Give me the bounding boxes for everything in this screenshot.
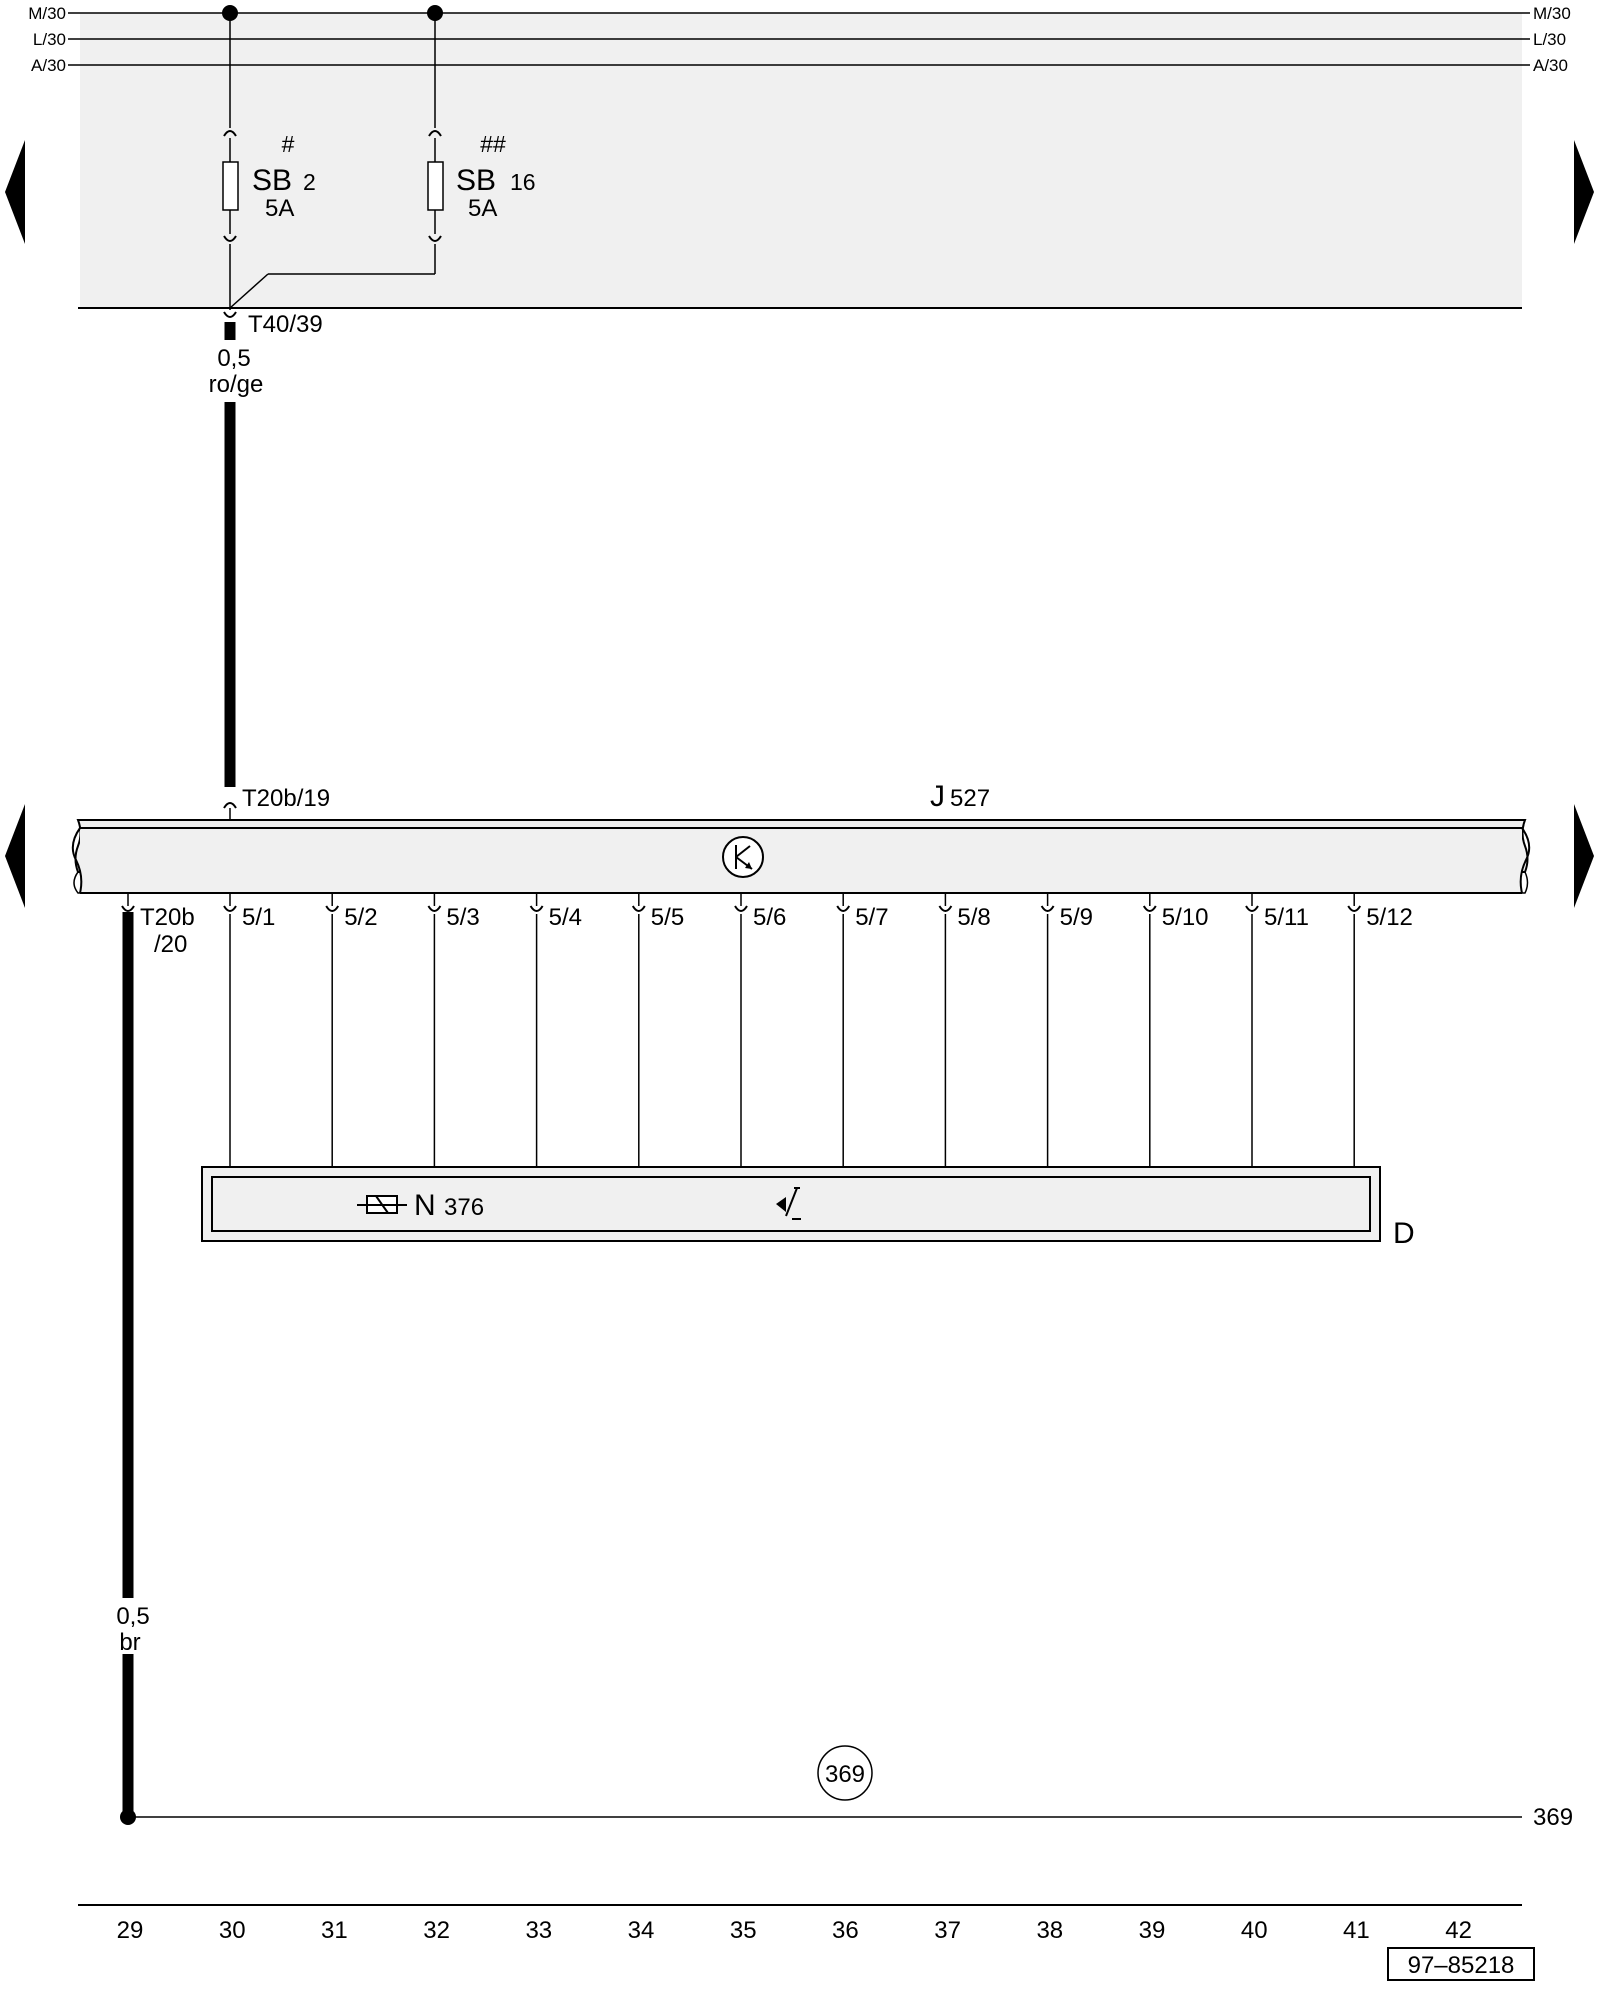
connector-t20b-20-label-a: T20b <box>140 904 195 931</box>
column-number: 32 <box>423 1917 450 1944</box>
component-group-label: D <box>1393 1217 1415 1250</box>
module-j527-fill <box>80 828 1522 893</box>
wire-br-gauge: 0,5 <box>116 1603 149 1630</box>
pin-label: 5/6 <box>753 904 786 931</box>
column-number: 35 <box>730 1917 757 1944</box>
page-next-arrow-bottom[interactable] <box>1574 804 1594 908</box>
component-n376-subscript: 376 <box>444 1194 484 1221</box>
connector-t20b-19-label: T20b/19 <box>242 785 330 812</box>
pin-label: 5/9 <box>1060 904 1093 931</box>
bus-label-right-m30: M/30 <box>1533 4 1571 23</box>
column-number: 39 <box>1139 1917 1166 1944</box>
pin-label: 5/1 <box>242 904 275 931</box>
fuse-sb2-mark: # <box>282 131 295 157</box>
page-next-arrow-top[interactable] <box>1574 140 1594 244</box>
fuse-sb16-rating: 5A <box>468 195 497 222</box>
ground-reference-label: 369 <box>825 1761 865 1788</box>
page-prev-arrow-bottom[interactable] <box>5 804 25 908</box>
pin-label: 5/12 <box>1366 904 1413 931</box>
module-pins: 5/1 5/2 5/3 5/4 5/5 5/6 5/7 5/8 5/9 5/10 5/11 5/12 <box>223 893 1413 1177</box>
pin-connector-arrow <box>529 905 544 912</box>
fuse-sb2-name: SB <box>252 164 292 197</box>
wire-br-color: br <box>119 1629 140 1656</box>
column-ruler: 29 30 31 32 33 34 35 36 37 38 39 40 41 42 <box>117 1917 1472 1944</box>
pin-connector-arrow <box>1347 905 1362 912</box>
connector-t40-39-arrow <box>223 311 237 318</box>
wire-ro-ge-color: ro/ge <box>209 371 264 398</box>
seat-adjust-icon <box>776 1187 801 1220</box>
column-number: 29 <box>117 1917 144 1944</box>
solenoid-valve-icon <box>357 1195 407 1214</box>
pin-label: 5/7 <box>855 904 888 931</box>
column-number: 36 <box>832 1917 859 1944</box>
pin-connector-arrow <box>938 905 953 912</box>
fuse-sb16-subscript: 16 <box>510 169 536 195</box>
component-n376-name: N <box>414 1189 436 1222</box>
page-prev-arrow-top[interactable] <box>5 140 25 244</box>
bus-label-left-l30: L/30 <box>33 30 66 49</box>
pin-label: 5/8 <box>957 904 990 931</box>
pin-label: 5/2 <box>344 904 377 931</box>
transistor-symbol-icon <box>722 836 764 878</box>
connector-t20b-19-arrow <box>223 802 237 809</box>
fuse-sb16 <box>229 13 444 309</box>
ground-end-label: 369 <box>1533 1804 1573 1831</box>
bus-label-right-a30: A/30 <box>1533 56 1568 75</box>
bus-label-left-m30: M/30 <box>28 4 66 23</box>
module-j527-subscript: 527 <box>950 785 990 812</box>
column-number: 30 <box>219 1917 246 1944</box>
pin-connector-arrow <box>734 905 748 912</box>
pin-connector-arrow <box>325 905 340 912</box>
pin-label: 5/5 <box>651 904 684 931</box>
column-number: 40 <box>1241 1917 1268 1944</box>
fuse-sb2-subscript: 2 <box>303 169 316 195</box>
wire-ro-ge-gauge: 0,5 <box>217 345 250 372</box>
pin-connector-arrow <box>631 905 646 912</box>
pin-label: 5/4 <box>549 904 582 931</box>
fuse-sb2 <box>222 13 239 310</box>
pin-connector-arrow <box>1245 905 1259 912</box>
connector-t20b-20-arrow <box>121 905 135 912</box>
column-number: 34 <box>628 1917 655 1944</box>
column-number: 37 <box>934 1917 961 1944</box>
module-j527-left-edge <box>71 827 83 894</box>
connector-t20b-20-label-b: /20 <box>154 931 187 958</box>
module-j527-name: J <box>930 780 945 813</box>
pin-label: 5/3 <box>446 904 479 931</box>
column-number: 41 <box>1343 1917 1370 1944</box>
column-number: 38 <box>1036 1917 1063 1944</box>
doc-id-box <box>1387 1947 1535 1981</box>
pin-connector-arrow <box>836 905 851 912</box>
column-number: 33 <box>525 1917 552 1944</box>
column-number: 42 <box>1445 1917 1472 1944</box>
module-j527-right-edge <box>1519 827 1531 894</box>
bus-label-left-a30: A/30 <box>31 56 66 75</box>
pin-label: 5/10 <box>1162 904 1209 931</box>
pin-connector-arrow <box>427 905 442 912</box>
fuse-sb16-name: SB <box>456 164 496 197</box>
doc-id-label: 97–85218 <box>1408 1952 1515 1979</box>
ground-reference-circle <box>817 1745 873 1801</box>
column-number: 31 <box>321 1917 348 1944</box>
bus-label-right-l30: L/30 <box>1533 30 1566 49</box>
fuse-area-background <box>80 13 1522 308</box>
connector-t40-39-label: T40/39 <box>248 311 323 338</box>
fuse-sb2-rating: 5A <box>265 195 294 222</box>
pin-connector-arrow <box>1040 905 1055 912</box>
pin-connector-arrow <box>1142 905 1157 912</box>
pin-connector-arrow <box>223 905 237 912</box>
pin-label: 5/11 <box>1264 904 1309 931</box>
fuse-sb16-mark: ## <box>480 131 506 157</box>
